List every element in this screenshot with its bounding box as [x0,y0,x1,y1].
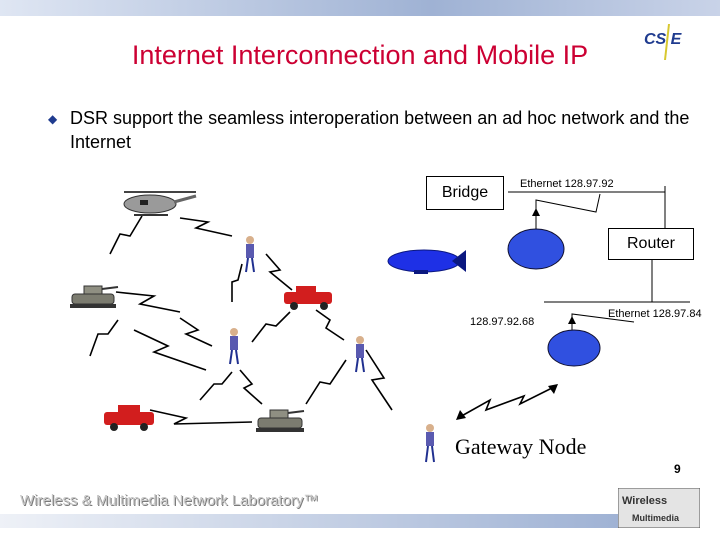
tank-icon [70,286,118,308]
ethernet-bottom-label: Ethernet 128.97.84 [608,308,702,320]
wireless-multimedia-logo: Wireless Multimedia [618,488,700,528]
footer-lab-name: Wireless & Multimedia Network Laboratory… [20,492,318,509]
ethernet-node-bottom [548,330,600,366]
bridge-box: Bridge [426,176,504,210]
tank-icon-2 [256,410,304,432]
logo-wireless-text: Wireless [622,495,667,507]
soldier-icon [246,236,254,272]
ethernet-node-top [508,229,564,269]
helicopter-icon [124,192,196,215]
upload-arrow-icon-2 [568,316,576,324]
page-number: 9 [674,462,681,476]
car-icon-2 [104,405,154,431]
router-box: Router [608,228,694,260]
blimp-icon [388,250,466,274]
host-address-label: 128.97.92.68 [470,316,534,328]
logo-multimedia-text: Multimedia [632,513,680,523]
soldier-icon-2 [230,328,238,364]
soldier-icon-3 [356,336,364,372]
gateway-node-label: Gateway Node [455,434,586,460]
upload-arrow-icon [532,208,540,216]
soldier-icon-4 [426,424,434,462]
ethernet-top-label: Ethernet 128.97.92 [520,178,614,190]
